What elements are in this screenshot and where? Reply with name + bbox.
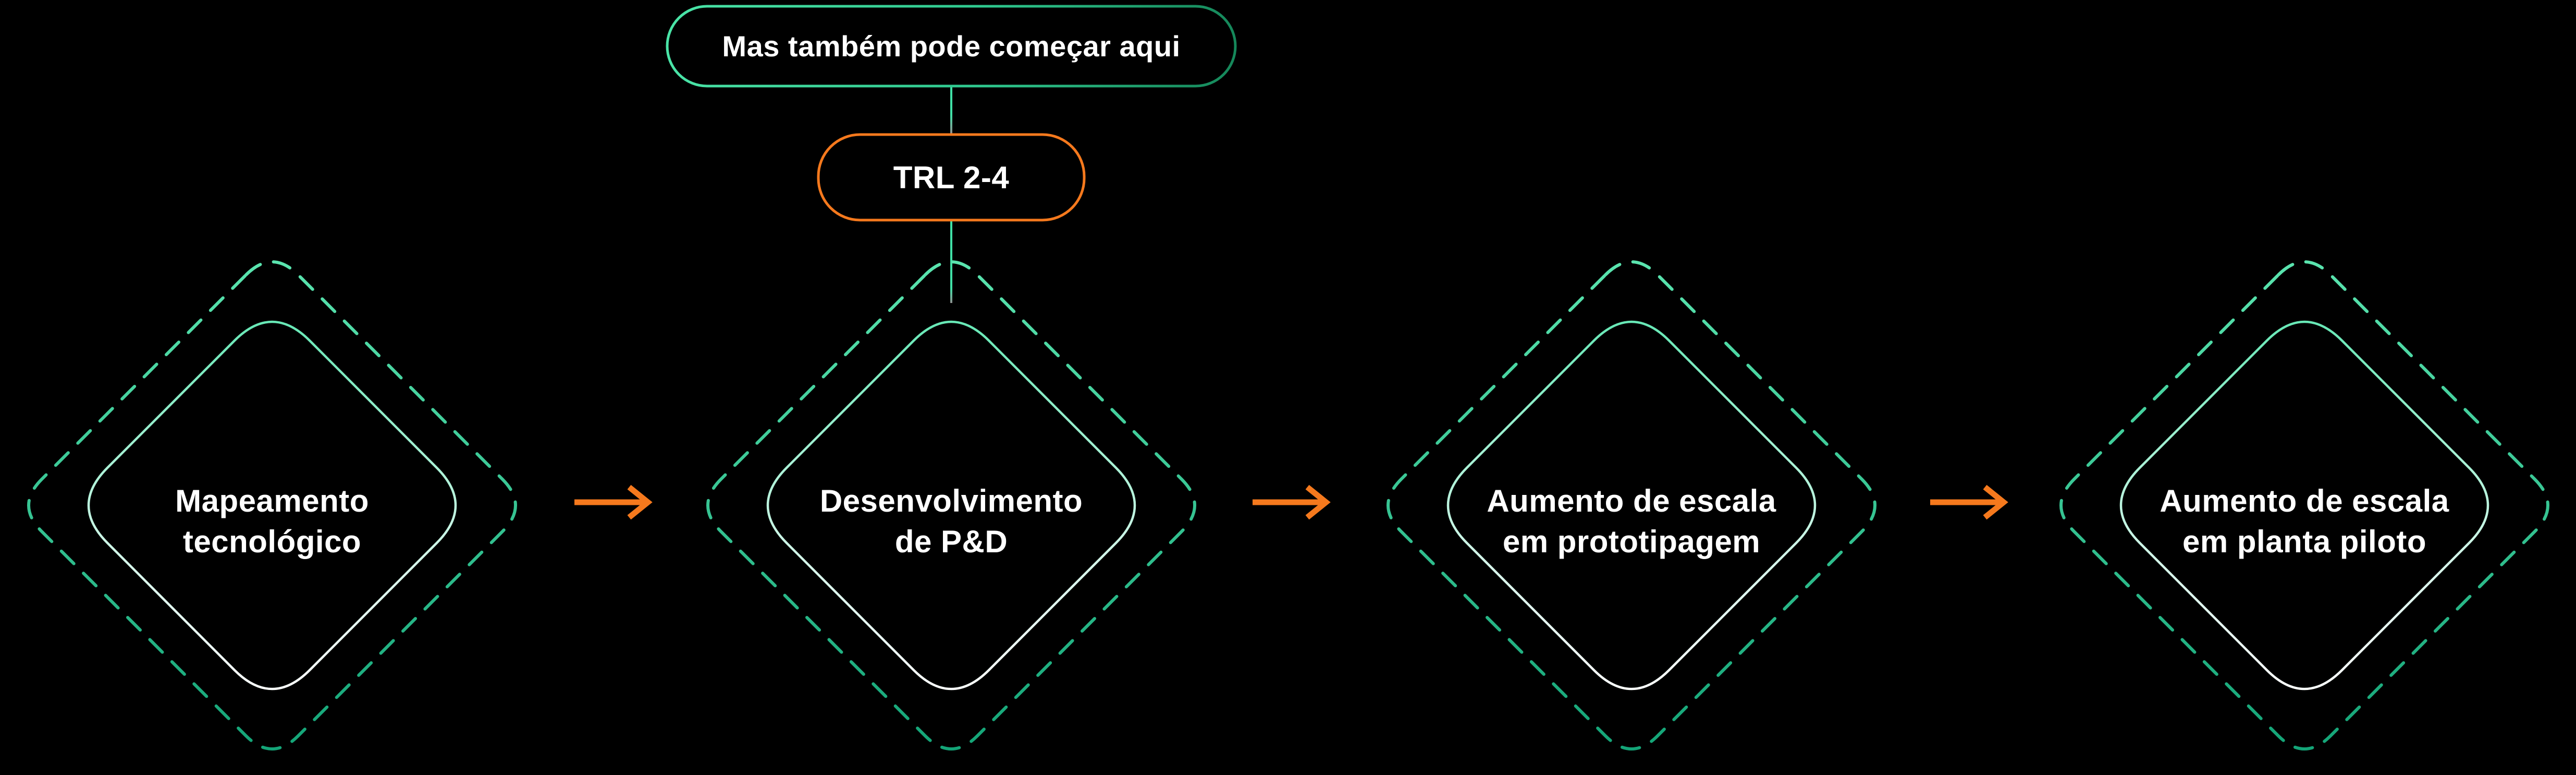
stage-label-line: em prototipagem [1502, 524, 1761, 559]
stage-label-line: Mapeamento [175, 483, 369, 518]
trl-badge: TRL 2-4 [818, 135, 1084, 220]
stage-label-line: de P&D [894, 524, 1008, 559]
stage-4-label: Aumento de escala em planta piloto [2091, 459, 2518, 584]
stage-label-line: Aumento de escala [1487, 483, 1776, 518]
stage-label-line: tecnológico [182, 524, 362, 559]
callout-label: Mas também pode começar aqui [722, 30, 1181, 63]
callout-pill: Mas também pode começar aqui [667, 6, 1235, 86]
stage-1-label: Mapeamento tecnológico [58, 459, 486, 584]
trl-badge-border [817, 133, 1086, 222]
arrow-stage2-to-stage3-icon [1253, 487, 1326, 517]
stage-3-label: Aumento de escala em prototipagem [1418, 459, 1845, 584]
arrow-stage1-to-stage2-icon [574, 487, 648, 517]
trl-badge-label: TRL 2-4 [893, 160, 1010, 195]
stage-label-line: em planta piloto [2182, 524, 2427, 559]
stage-label-line: Desenvolvimento [819, 483, 1083, 518]
callout-pill-border [666, 5, 1237, 88]
stage-label-line: Aumento de escala [2160, 483, 2449, 518]
stage-2-label: Desenvolvimento de P&D [738, 459, 1165, 584]
arrow-stage3-to-stage4-icon [1930, 487, 2004, 517]
